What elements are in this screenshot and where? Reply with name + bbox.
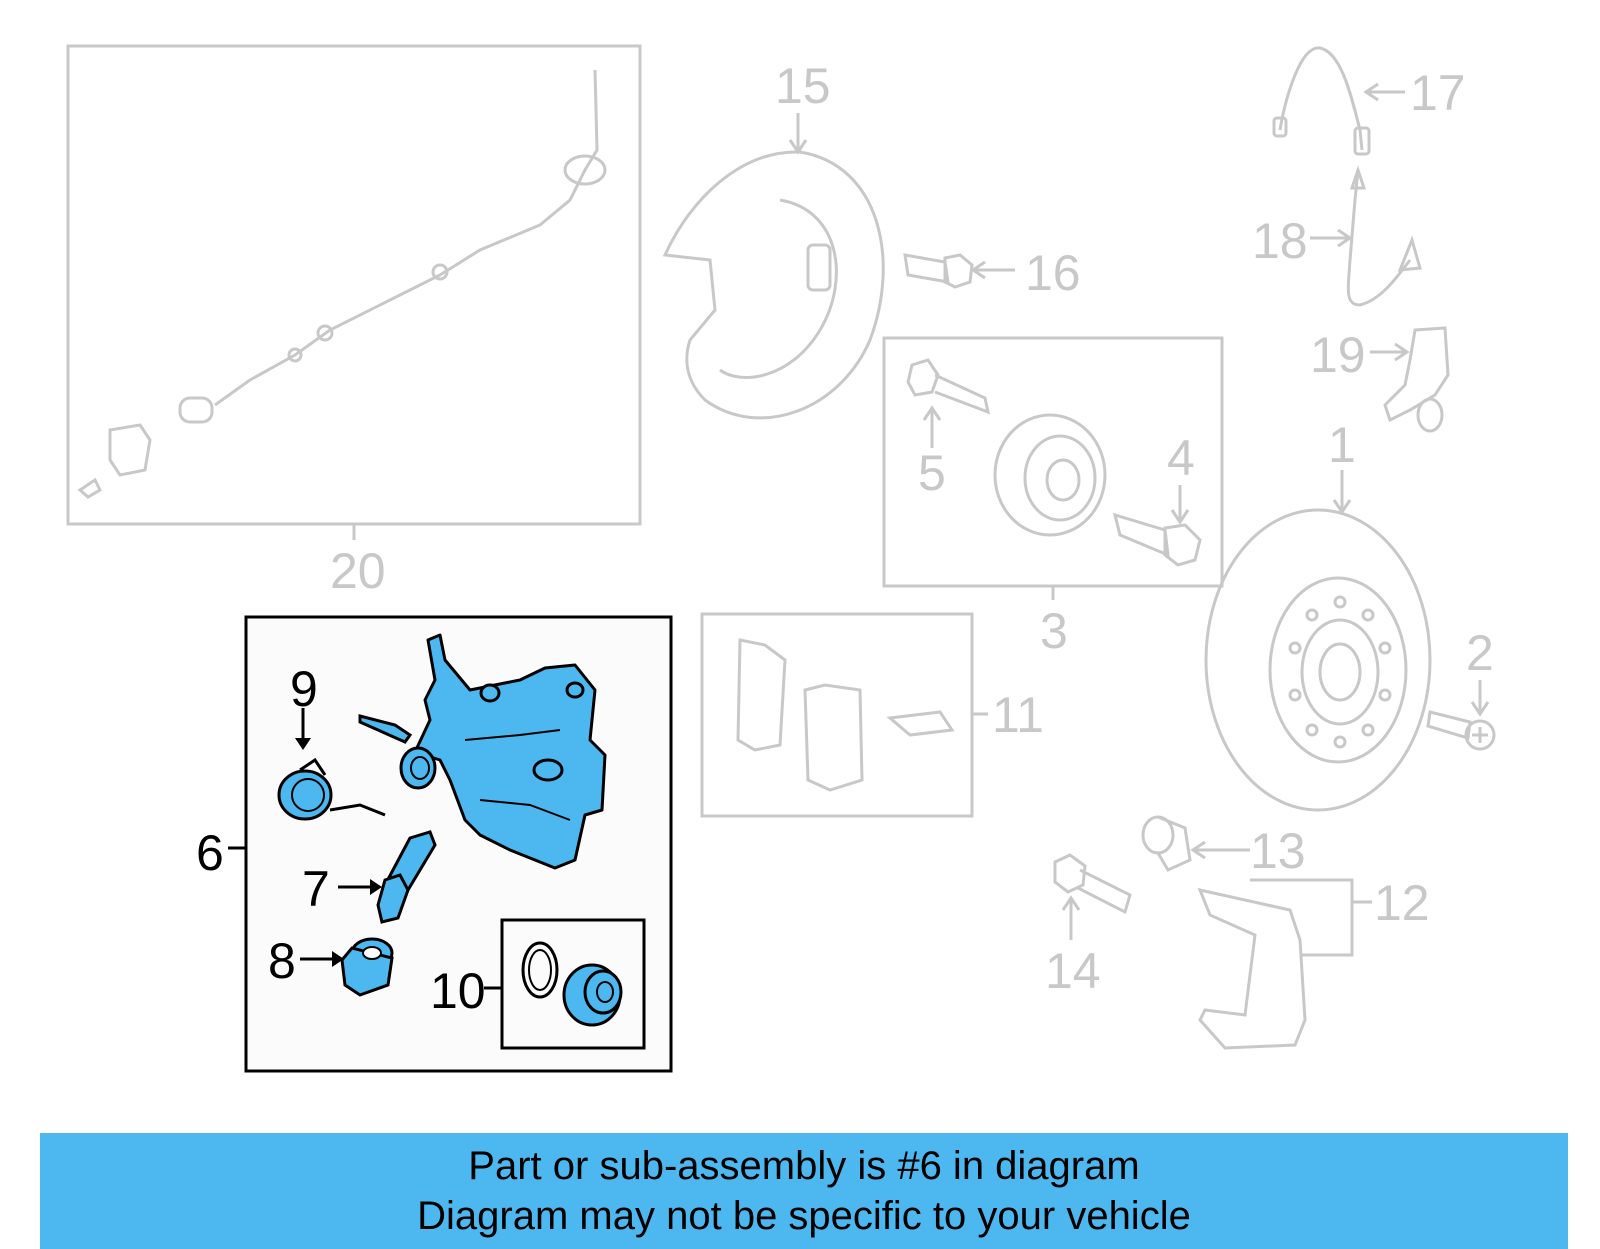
callout-3: 3	[1040, 603, 1068, 659]
callout-5: 5	[918, 445, 946, 501]
info-banner: Part or sub-assembly is #6 in diagram Di…	[40, 1133, 1568, 1249]
part-2-rotor-screw[interactable]	[1426, 680, 1496, 751]
callout-17: 17	[1410, 65, 1466, 121]
part-3-hub-assembly[interactable]	[882, 336, 1224, 600]
callout-6: 6	[196, 825, 224, 881]
callout-2: 2	[1466, 625, 1494, 681]
part-13-guide-bushing[interactable]	[1141, 815, 1250, 872]
part-14-bracket-bolt[interactable]	[1053, 853, 1132, 940]
callout-18: 18	[1252, 213, 1308, 269]
parts-diagram: 20 15 16 3 5 4	[66, 44, 1496, 1073]
banner-line-part: Part or sub-assembly is #6 in diagram	[468, 1144, 1140, 1188]
part-19-wheel-speed-sensor[interactable]	[1370, 326, 1450, 433]
callout-11: 11	[992, 687, 1044, 743]
part-12-caliper-bracket[interactable]	[1197, 878, 1372, 1050]
part-1-brake-rotor[interactable]	[1204, 470, 1432, 812]
part-18-brake-line[interactable]	[1310, 165, 1422, 307]
part-11-brake-pads[interactable]	[700, 612, 988, 818]
callout-1: 1	[1328, 417, 1356, 473]
callout-19: 19	[1310, 327, 1366, 383]
callout-8: 8	[268, 933, 296, 989]
callout-20: 20	[330, 543, 386, 599]
part-16-bolt[interactable]	[903, 253, 1015, 289]
callout-9: 9	[290, 661, 318, 717]
callout-10: 10	[430, 963, 486, 1019]
part-20-abs-cable[interactable]	[66, 44, 642, 540]
part-15-dust-shield[interactable]	[662, 113, 885, 420]
part-17-brake-hose[interactable]	[1272, 46, 1405, 156]
banner-line-disclaimer: Diagram may not be specific to your vehi…	[417, 1194, 1191, 1238]
callout-15: 15	[775, 58, 831, 114]
part-6-caliper-assembly[interactable]	[228, 615, 673, 1073]
callout-14: 14	[1045, 943, 1101, 999]
callout-16: 16	[1025, 245, 1081, 301]
callout-7: 7	[302, 861, 330, 917]
callout-13: 13	[1250, 823, 1306, 879]
callout-4: 4	[1167, 430, 1195, 486]
callout-12: 12	[1374, 875, 1430, 931]
